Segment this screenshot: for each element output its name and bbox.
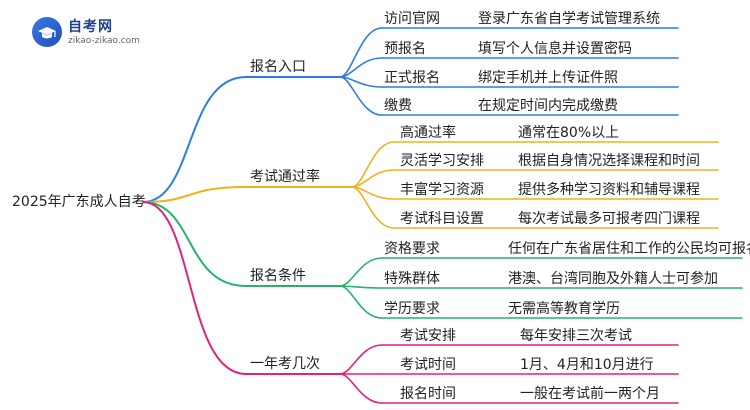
child-detail: 根据自身情况选择课程和时间 xyxy=(518,153,700,169)
child-label: 灵活学习安排 xyxy=(400,153,484,169)
child-connector xyxy=(351,141,395,188)
child-label: 正式报名 xyxy=(384,70,440,86)
child-label: 考试时间 xyxy=(400,357,456,373)
branch-connector xyxy=(142,201,247,375)
logo-title: 自考网 xyxy=(68,19,113,35)
child-detail: 每年安排三次考试 xyxy=(520,328,632,344)
child-label: 预报名 xyxy=(384,41,426,57)
branch-label: 考试通过率 xyxy=(250,169,320,185)
child-connector xyxy=(339,76,383,88)
child-connector xyxy=(339,76,383,116)
child-label: 丰富学习资源 xyxy=(400,182,484,198)
child-connector xyxy=(351,169,395,188)
child-connector xyxy=(339,373,383,404)
child-connector xyxy=(351,186,395,200)
root-topic: 2025年广东成人自考 xyxy=(12,194,146,210)
branch-connector xyxy=(142,76,247,203)
child-detail: 无需高等教育学历 xyxy=(508,301,620,317)
child-detail: 在规定时间内完成缴费 xyxy=(478,98,618,114)
child-label: 特殊群体 xyxy=(384,271,440,287)
child-label: 考试科目设置 xyxy=(400,211,484,227)
child-connector xyxy=(339,344,383,375)
logo-badge xyxy=(32,17,62,47)
child-detail: 一般在考试前一两个月 xyxy=(520,386,660,402)
child-detail: 提供多种学习资料和辅导课程 xyxy=(518,182,700,198)
child-detail: 通常在80%以上 xyxy=(518,125,620,141)
logo-subtitle: zikao-zikao.com xyxy=(68,36,140,46)
child-detail: 登录广东省自学考试管理系统 xyxy=(478,11,660,27)
child-detail: 绑定手机并上传证件照 xyxy=(478,70,618,86)
child-label: 考试安排 xyxy=(400,328,456,344)
graduation-cap-icon xyxy=(38,27,56,39)
child-connector xyxy=(339,285,383,319)
child-label: 缴费 xyxy=(384,98,412,114)
child-connector xyxy=(339,57,383,78)
site-logo: 自考网 zikao-zikao.com xyxy=(32,14,152,54)
child-connector xyxy=(351,186,395,229)
child-label: 学历要求 xyxy=(384,301,440,317)
branch-label: 报名入口 xyxy=(250,59,306,75)
child-connector xyxy=(339,285,383,289)
child-connector xyxy=(339,27,383,78)
child-detail: 港澳、台湾同胞及外籍人士可参加 xyxy=(508,271,718,287)
branch-label: 一年考几次 xyxy=(250,356,320,372)
child-label: 访问官网 xyxy=(384,11,440,27)
child-label: 资格要求 xyxy=(384,241,440,257)
child-label: 报名时间 xyxy=(400,386,456,402)
child-connector xyxy=(339,257,383,287)
branch-connector xyxy=(142,186,247,203)
child-detail: 每次考试最多可报考四门课程 xyxy=(518,211,700,227)
branch-connector xyxy=(142,201,247,287)
branch-label: 报名条件 xyxy=(250,268,306,284)
child-detail: 1月、4月和10月进行 xyxy=(520,357,654,373)
child-detail: 任何在广东省居住和工作的公民均可报名 xyxy=(508,241,750,257)
child-detail: 填写个人信息并设置密码 xyxy=(478,41,632,57)
child-label: 高通过率 xyxy=(400,125,456,141)
